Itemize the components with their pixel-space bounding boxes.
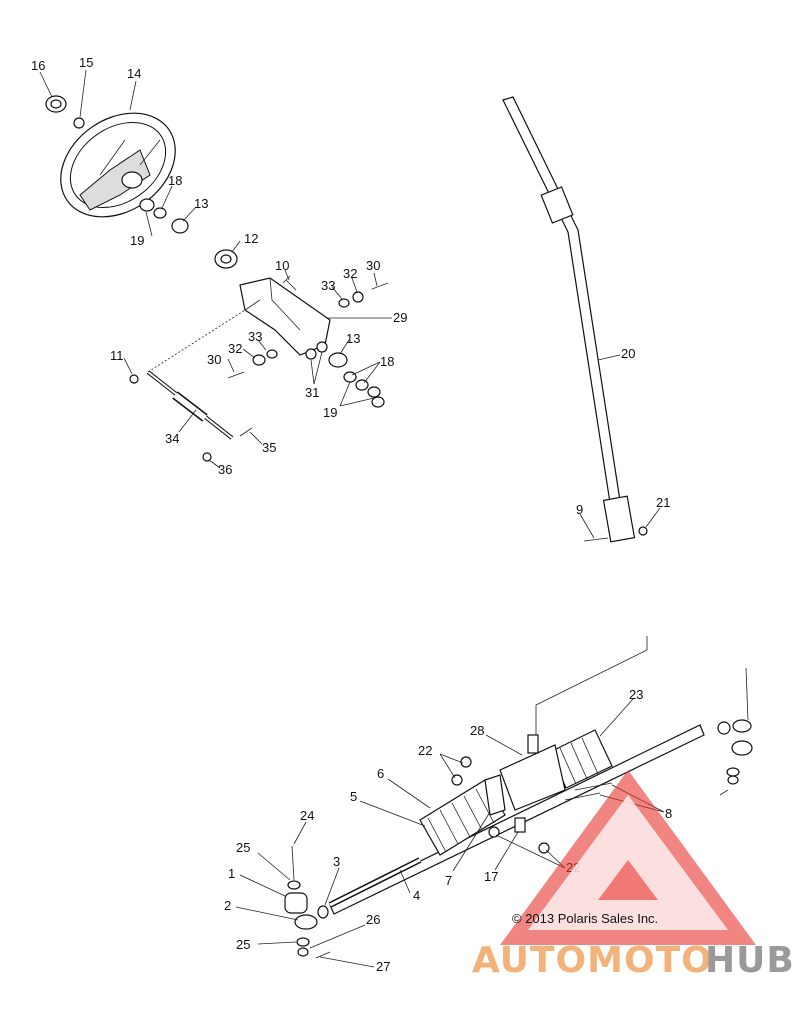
nut-36 <box>202 452 212 462</box>
ring-13 <box>171 218 189 234</box>
washer-33-top <box>338 298 350 308</box>
nut-17 <box>488 826 500 838</box>
callout-20: 20 <box>621 346 635 361</box>
callouts: 16 15 14 18 13 19 12 10 33 32 30 29 33 3… <box>31 55 672 974</box>
bolt-30-top <box>371 282 389 290</box>
pinion-28 <box>527 734 539 754</box>
washer-25b <box>296 937 310 947</box>
cotter-pin-27 <box>315 951 331 959</box>
callout-4: 4 <box>413 888 420 903</box>
callout-7: 7 <box>445 873 452 888</box>
callout-23: 23 <box>629 687 643 702</box>
bolt-right <box>745 667 749 721</box>
tie-rod-end-1 <box>284 892 308 914</box>
copyright-notice: © 2013 Polaris Sales Inc. <box>512 911 658 926</box>
watermark-text: AUTOMOTO HUB <box>472 940 795 981</box>
nut-31a <box>305 348 317 360</box>
callout-33b: 33 <box>248 329 262 344</box>
bolt-9 <box>583 537 609 542</box>
wheel-nut <box>73 117 85 129</box>
intermediate-shaft <box>502 96 624 523</box>
callout-31: 31 <box>305 385 319 400</box>
nut-22a <box>460 756 472 768</box>
callout-21: 21 <box>656 495 670 510</box>
callout-5: 5 <box>350 789 357 804</box>
watermark-part1: AUTOMOTO <box>472 940 713 981</box>
nut-22b <box>451 774 463 786</box>
callout-27: 27 <box>376 959 390 974</box>
ring-19 <box>139 198 155 212</box>
leader-lines <box>39 69 665 968</box>
steering-wheel-group <box>45 95 238 269</box>
callout-35: 35 <box>262 440 276 455</box>
callout-24: 24 <box>300 808 314 823</box>
callout-18b: 18 <box>380 354 394 369</box>
callout-36: 36 <box>218 462 232 477</box>
jam-nut-3 <box>317 905 329 919</box>
callout-9: 9 <box>576 502 583 517</box>
steering-rack-group <box>284 636 753 959</box>
clamp-7 <box>484 774 506 816</box>
bolt-10 <box>282 275 297 291</box>
bolt-30-lower <box>227 371 245 379</box>
column-mount-group <box>129 275 389 462</box>
callout-30a: 30 <box>366 258 380 273</box>
bolt-8b <box>564 792 601 801</box>
washer-18 <box>153 207 167 219</box>
callout-11: 11 <box>110 348 124 363</box>
rod-end-2 <box>294 914 318 930</box>
callout-19a: 19 <box>130 233 144 248</box>
nut-26 <box>297 947 309 957</box>
callout-19b: 19 <box>323 405 337 420</box>
bolt-17 <box>514 817 526 833</box>
washer-25a <box>287 880 301 890</box>
callout-33a: 33 <box>321 278 335 293</box>
callout-6: 6 <box>377 766 384 781</box>
callout-25a: 25 <box>236 840 250 855</box>
washer-lower-d <box>371 396 385 408</box>
nut-31b <box>316 341 328 353</box>
callout-2: 2 <box>224 898 231 913</box>
callout-29: 29 <box>393 310 407 325</box>
callout-1: 1 <box>228 866 235 881</box>
watermark-logo <box>500 770 756 945</box>
callout-3: 3 <box>333 854 340 869</box>
callout-13a: 13 <box>194 196 208 211</box>
callout-10: 10 <box>275 258 289 273</box>
washer-lower-c <box>367 386 381 398</box>
callout-32b: 32 <box>228 341 242 356</box>
callout-16: 16 <box>31 58 45 73</box>
callout-18a: 18 <box>168 173 182 188</box>
callout-8: 8 <box>665 806 672 821</box>
washer-lower-a <box>343 371 357 383</box>
callout-25b: 25 <box>236 937 250 952</box>
bolt-8a <box>574 782 613 791</box>
callout-13b: 13 <box>346 331 360 346</box>
washer-lower-b <box>355 379 369 391</box>
nut-32-top <box>352 291 364 303</box>
nut-21 <box>638 526 648 536</box>
callout-22a: 22 <box>418 743 432 758</box>
callout-28: 28 <box>470 723 484 738</box>
nut-11 <box>129 374 139 384</box>
callout-17: 17 <box>484 869 498 884</box>
callout-32a: 32 <box>343 266 357 281</box>
washer-33-lower <box>266 349 278 359</box>
boot-left <box>419 779 506 856</box>
callout-15: 15 <box>79 55 93 70</box>
callout-34: 34 <box>165 431 179 446</box>
steering-wheel <box>60 112 176 218</box>
callout-30b: 30 <box>207 352 221 367</box>
bolt-35 <box>239 427 253 437</box>
callout-26: 26 <box>366 912 380 927</box>
bolt-24 <box>291 845 295 881</box>
bearing-13-lower <box>328 352 348 368</box>
callout-14: 14 <box>127 66 141 81</box>
intermediate-shaft-group <box>502 96 648 543</box>
callout-12: 12 <box>244 231 258 246</box>
nut-32-lower <box>252 354 266 366</box>
watermark-part2: HUB <box>705 940 795 981</box>
